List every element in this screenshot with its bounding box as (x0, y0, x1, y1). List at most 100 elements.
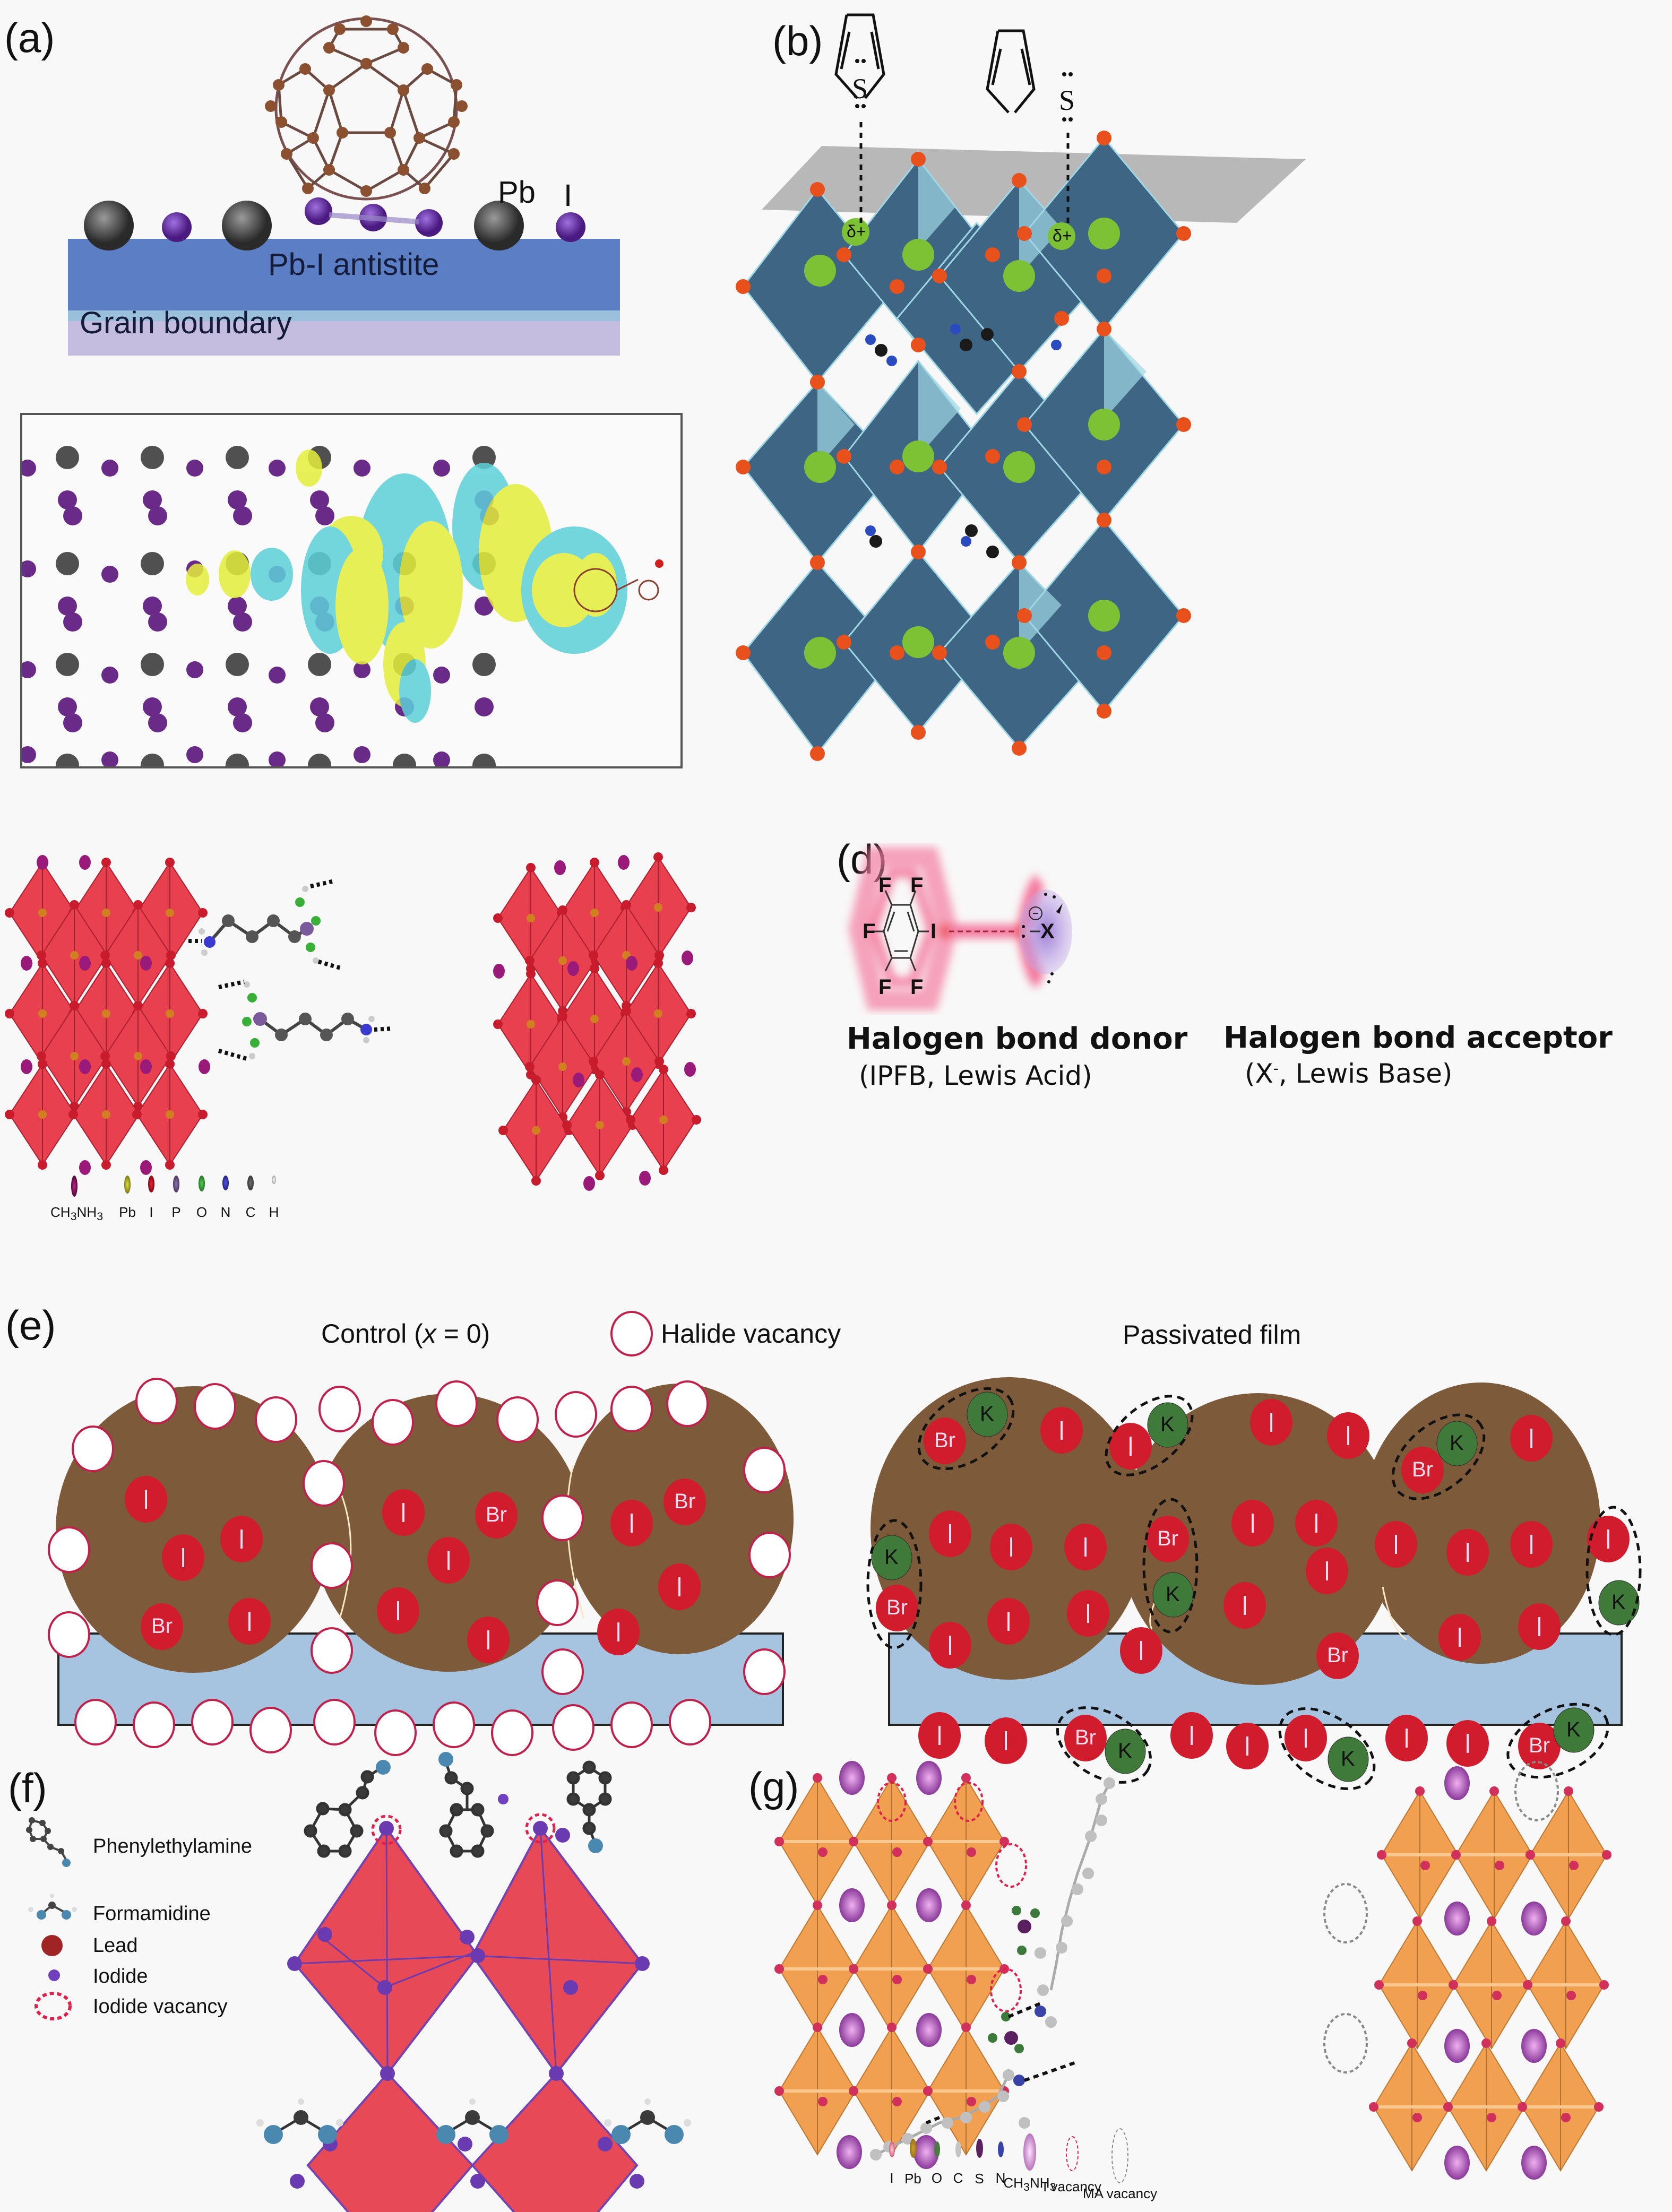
c-swatch-icon (955, 2141, 961, 2157)
interaction-dashed-line (925, 2002, 1078, 2124)
pb-atom (222, 201, 272, 250)
linker-molecule-bottom (242, 981, 375, 1059)
octahedra-lattice (287, 1813, 650, 2212)
panel-label: (a) (4, 14, 55, 61)
i-vacancy-swatch-icon (1066, 2136, 1079, 2171)
legend-item-h: H (258, 1176, 290, 1221)
panel-label: (b) (772, 18, 823, 64)
delta-plus-site (842, 218, 869, 246)
fluorine-label: F (910, 874, 924, 897)
fullerene-molecule (573, 559, 663, 612)
lead-legend-icon (41, 1935, 63, 1956)
pb-label: Pb (498, 175, 536, 210)
ch3nh3-cations-right (1444, 1766, 1547, 2180)
fluorine-label: F (863, 920, 876, 943)
legend-label-formamidine: Formamidine (93, 1903, 211, 1925)
potassium-label: K (1166, 1583, 1180, 1606)
isosurface-lobes (186, 450, 627, 723)
legend-label-phenylethylamine: Phenylethylamine (93, 1835, 252, 1857)
charge-density-plot (20, 413, 683, 768)
s-swatch-icon (976, 2139, 983, 2158)
grain-boundary-layer (68, 321, 620, 356)
panel-c: (c) (0, 823, 823, 1237)
iodide-vacancy-legend-icon (35, 1992, 72, 2020)
pb-atom (84, 201, 134, 250)
potassium-label: K (1611, 1591, 1626, 1614)
bromide-label: Br (1075, 1726, 1096, 1749)
legend-item-i-vacancy: I vacancy (1035, 2136, 1109, 2195)
fluorine-label: F (878, 975, 892, 999)
legend-item-o: O (186, 1176, 218, 1221)
bromide-label: Br (934, 1429, 955, 1452)
legend-label-iodide: Iodide (93, 1965, 148, 1988)
halide-vacancy-legend-label: Halide vacancy (661, 1319, 841, 1349)
bromide-label: Br (886, 1596, 908, 1619)
grain-boundary-label: Grain boundary (80, 306, 292, 340)
panel-c-legend: CH3NH3 Pb I P O N C H (32, 1176, 775, 1239)
bromide-label: Br (674, 1490, 695, 1513)
potassium-label: K (884, 1545, 899, 1569)
iodine-label: I (930, 920, 937, 943)
bromide-label: Br (1529, 1734, 1550, 1757)
acceptor-title: Halogen bond acceptor (1223, 1021, 1613, 1055)
i-vacancy-markers (877, 1782, 1027, 2012)
passivated-title: Passivated film (1123, 1320, 1302, 1350)
alkyl-ammonium-molecule (870, 2012, 1030, 2161)
phenylethylamine-molecule (304, 1760, 391, 1858)
legend-item-pb: Pb (111, 1176, 143, 1221)
phenylethylamine-molecule (566, 1760, 612, 1853)
legend-item-c: C (942, 2141, 974, 2187)
delta-plus-label: δ+ (1053, 226, 1072, 245)
formamidine-molecule (604, 2098, 691, 2144)
legend-item-ch3nh3: CH3NH3 (50, 1176, 103, 1223)
legend-label-lead: Lead (93, 1934, 138, 1957)
wedge-bond (1056, 903, 1063, 914)
c-swatch-icon (247, 1176, 254, 1190)
iodide-vacancy-marker (371, 1814, 402, 1845)
potassium-label: K (1160, 1413, 1175, 1436)
bromide-label: Br (1157, 1527, 1178, 1550)
hydrogen-bond-lines (188, 879, 393, 1061)
legend-item-p: P (160, 1176, 192, 1221)
phenylethylamine-legend-icon (26, 1817, 71, 1867)
antisite-label: Pb-I antistite (268, 247, 439, 282)
formamidine-legend-icon (28, 1894, 77, 1920)
ma-vacancy-markers (1323, 1761, 1559, 2073)
legend-item-ma-vacancy: MA vacancy (1078, 2128, 1162, 2202)
panel-g: (g) (743, 1751, 1672, 2212)
panel-b-structure (736, 13, 1306, 761)
o-swatch-icon (934, 2141, 940, 2157)
iodide-legend-icon (48, 1969, 60, 1981)
legend-item-pb: Pb (897, 2139, 929, 2187)
legend-item-i: I (876, 2141, 908, 2187)
ch3nh3-cations-left (837, 1761, 942, 2169)
panel-g-legend: I Pb O C S N CH3NH3 I vacancy MA vacancy (876, 2128, 1672, 2212)
interaction-dashed-line (859, 122, 1070, 228)
panel-c-lattice (0, 823, 823, 1237)
i-atom (556, 212, 585, 242)
negative-charge-icon (1029, 906, 1042, 920)
potassium-label: K (1118, 1739, 1132, 1762)
i-label: I (564, 178, 573, 213)
octahedra-lattice (736, 131, 1191, 761)
ch3nh3-swatch-icon (71, 1176, 77, 1197)
delta-plus-site (1048, 222, 1075, 250)
left-perovskite-block (4, 857, 208, 1170)
ch3nh3-cations (21, 855, 696, 1191)
bromide-label: Br (1327, 1644, 1348, 1667)
perovskite-layer (68, 239, 620, 313)
donor-subtitle: (IPFB, Lewis Acid) (859, 1060, 1092, 1091)
halide-vacancy-legend-icon (610, 1311, 653, 1356)
potassium-label: K (1450, 1431, 1464, 1455)
left-perovskite-block (774, 1773, 1009, 2155)
ma-vacancy-swatch-icon (1111, 2128, 1128, 2183)
alkyl-ammonium-molecule (1012, 1777, 1115, 2028)
pb-swatch-icon (909, 2139, 917, 2158)
p-swatch-icon (173, 1176, 179, 1193)
legend-item-s: S (963, 2139, 995, 2187)
fluorine-label: F (910, 975, 924, 999)
control-title: Control (x = 0) (321, 1319, 490, 1349)
o-swatch-icon (199, 1176, 205, 1191)
linker-molecule-top (199, 886, 321, 964)
i-swatch-icon (148, 1176, 154, 1193)
